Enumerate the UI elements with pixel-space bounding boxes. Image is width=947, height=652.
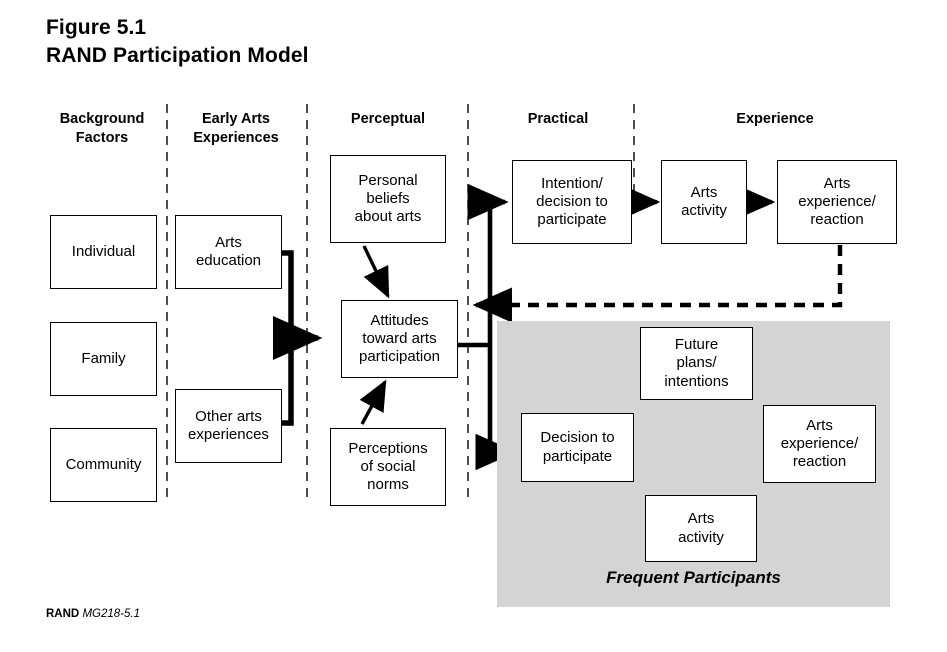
node-label-line2: plans/ (676, 354, 717, 372)
dashed-feedback-experience-to-attitudes (472, 245, 843, 323)
figure-title: RAND Participation Model (46, 43, 309, 67)
panel-label-frequent-participants: Frequent Participants (606, 568, 781, 587)
node-label: Community (65, 455, 142, 473)
node-label-line1: Arts (690, 183, 718, 201)
node-label-line1: Future (674, 336, 719, 354)
column-header-line1: Perceptual (350, 111, 426, 127)
node-attitudes: Attitudes toward arts participation (341, 300, 458, 378)
node-label-line3: participate (537, 211, 607, 229)
node-label-line2: activity (678, 528, 724, 546)
node-community: Community (50, 428, 157, 502)
early-arts-bracket (282, 250, 294, 426)
column-header-line1: Experience (736, 111, 814, 127)
column-header-perceptual: Perceptual (318, 110, 458, 129)
column-header-experience: Experience (690, 110, 860, 129)
column-header-line1: Early Arts (202, 111, 270, 127)
node-label-line1: Arts (215, 233, 242, 251)
node-label-line1: Arts (806, 416, 833, 434)
node-label-line3: reaction (792, 453, 847, 471)
node-label-line2: decision to (536, 192, 608, 210)
node-label-line2: experiences (188, 426, 269, 443)
arrow-perceptions-to-attitudes (359, 379, 387, 425)
column-header-background-factors: Background Factors (38, 110, 166, 149)
node-label-line1: Decision to (540, 429, 615, 447)
node-label-line1: Arts (823, 174, 851, 192)
column-header-line1: Practical (527, 111, 589, 127)
node-label-line2: toward arts (362, 329, 437, 347)
node-label-line2: activity (681, 202, 727, 219)
node-arts-activity-top: Arts activity (661, 160, 747, 244)
node-label-line2: participate (542, 447, 613, 465)
column-header-line1: Background (59, 111, 145, 127)
node-label-line3: intentions (664, 372, 729, 390)
node-personal-beliefs: Personal beliefs about arts (330, 155, 446, 243)
node-label-line2: education (195, 252, 262, 269)
node-label: Individual (71, 242, 136, 260)
node-family: Family (50, 322, 157, 396)
column-divider-group (166, 104, 635, 500)
arrow-beliefs-to-attitudes (362, 245, 390, 299)
column-header-practical: Practical (490, 110, 626, 129)
column-header-line2: Experiences (193, 130, 279, 147)
node-label-line1: Perceptions (348, 439, 428, 457)
node-label-line1: Other arts (195, 407, 262, 425)
node-arts-experience-cycle: Arts experience/ reaction (763, 405, 876, 483)
figure-title-block: Figure 5.1 RAND Participation Model (46, 14, 309, 69)
node-other-arts-experiences: Other arts experiences (175, 389, 282, 463)
node-label-line2: experience/ (780, 434, 859, 452)
node-label-line3: about arts (354, 208, 422, 226)
node-label-line1: Attitudes (370, 311, 429, 329)
node-label-line1: Personal (358, 171, 418, 189)
node-label-line3: reaction (810, 211, 864, 229)
node-label-line2: experience/ (798, 192, 876, 210)
column-header-early-arts-experiences: Early Arts Experiences (172, 110, 300, 149)
node-perceptions-social-norms: Perceptions of social norms (330, 428, 446, 506)
node-intention-decision: Intention/ decision to participate (512, 160, 632, 244)
footer-org: RAND (46, 608, 80, 620)
node-arts-education: Arts education (175, 215, 282, 289)
node-label-line3: participation (359, 348, 440, 366)
node-label: Family (81, 349, 126, 367)
figure-source-footer: RAND MG218-5.1 (46, 608, 140, 620)
node-arts-experience-top: Arts experience/ reaction (777, 160, 897, 244)
node-arts-activity-cycle: Arts activity (645, 495, 757, 562)
node-individual: Individual (50, 215, 157, 289)
column-header-line2: Factors (75, 130, 129, 147)
node-future-plans: Future plans/ intentions (640, 327, 753, 400)
node-label-line1: Arts (687, 510, 715, 528)
node-label-line2: of social (360, 457, 416, 475)
node-label-line2: beliefs (366, 189, 410, 207)
figure-number: Figure 5.1 (46, 16, 147, 39)
node-label-line3: norms (367, 476, 409, 494)
footer-doc-id: MG218-5.1 (82, 608, 140, 620)
node-decision-to-participate: Decision to participate (521, 413, 634, 482)
node-label-line1: Intention/ (541, 174, 603, 192)
